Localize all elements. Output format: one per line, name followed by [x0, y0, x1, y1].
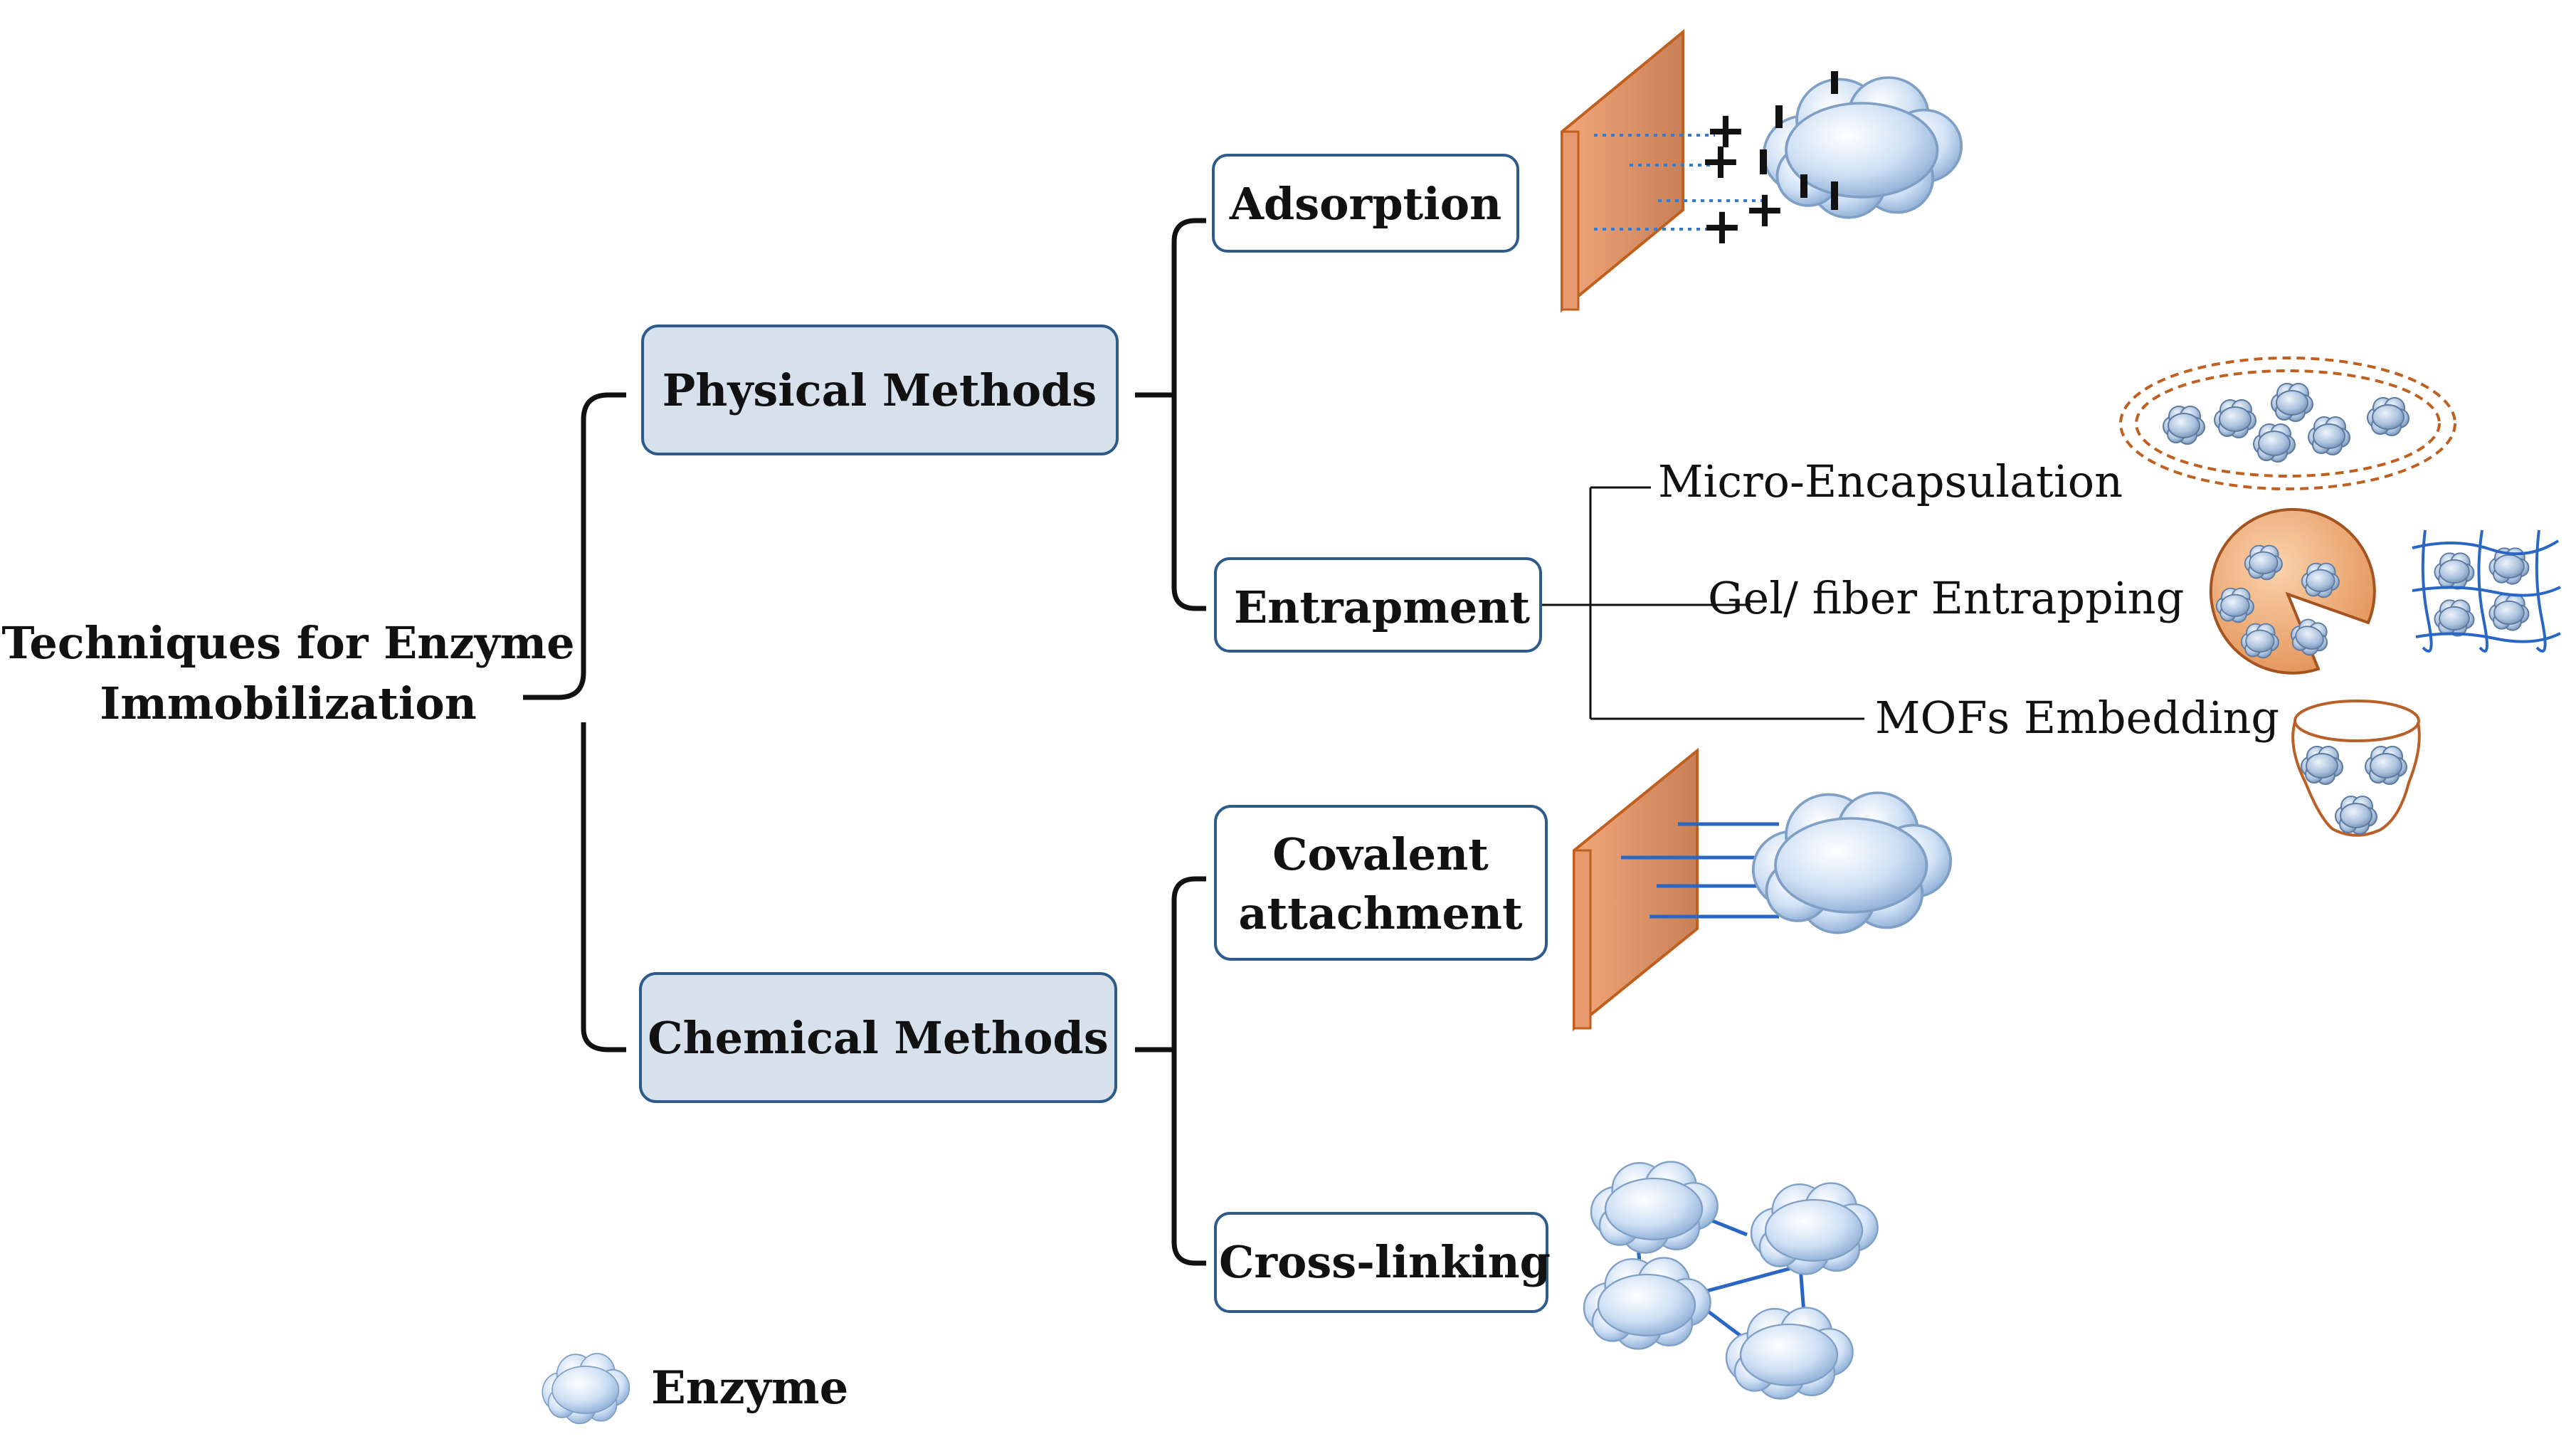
tree-connectors — [523, 218, 1206, 1266]
entrapment-connectors — [1541, 486, 1864, 720]
adsorption-plate — [1561, 28, 1684, 313]
root-title-line1: Techniques for Enzyme — [1, 617, 574, 669]
covalent-label-line2: attachment — [1238, 887, 1523, 939]
crosslink-enzyme-3 — [1583, 1257, 1711, 1350]
adsorption-label: Adsorption — [1229, 178, 1501, 230]
crosslink-enzyme-4 — [1725, 1307, 1854, 1400]
svg-text:+: + — [1744, 180, 1786, 238]
fiber-mesh-illustration — [2412, 529, 2561, 653]
enzyme-legend-icon — [542, 1353, 630, 1425]
electrostatic-lines — [1594, 134, 1765, 231]
positive-charges: + + + + — [1700, 101, 1786, 255]
svg-text:+: + — [1705, 101, 1747, 159]
gel-fiber-label: Gel/ fiber Entrapping — [1708, 572, 2184, 624]
svg-text:+: + — [1701, 197, 1743, 255]
enzyme-legend-label: Enzyme — [651, 1361, 848, 1415]
covalent-enzyme-cloud — [1751, 791, 1953, 934]
adsorption-node: Adsorption — [1212, 154, 1519, 253]
root-node: Techniques for Enzyme Immobilization — [1, 617, 574, 729]
crosslinking-node: Cross-linking — [1214, 1212, 1551, 1313]
covalent-plate — [1573, 747, 1699, 1032]
chemical-methods-node: Chemical Methods — [639, 972, 1117, 1103]
crosslink-enzyme-1 — [1590, 1161, 1719, 1254]
negative-charges — [1760, 71, 1838, 210]
crosslinking-label: Cross-linking — [1219, 1236, 1551, 1288]
chemical-bracket — [1135, 876, 1206, 1266]
covalent-label-line1: Covalent — [1272, 828, 1489, 880]
crosslinking-illustration — [1583, 1161, 1879, 1400]
gel-entrapment-illustration — [2209, 507, 2376, 675]
physical-methods-node: Physical Methods — [641, 325, 1119, 455]
entrapment-label: Entrapment — [1234, 581, 1530, 633]
covalent-illustration — [1573, 747, 1953, 1032]
entrapment-node: Entrapment — [1214, 557, 1542, 653]
adsorbed-enzyme-cloud — [1762, 76, 1963, 219]
legend: Enzyme — [542, 1353, 848, 1425]
physical-methods-label: Physical Methods — [663, 364, 1097, 416]
micro-encapsulation-illustration — [2119, 357, 2456, 490]
adsorption-illustration: + + + + — [1561, 28, 1963, 313]
mof-embedding-label: MOFs Embedding — [1875, 692, 2279, 744]
root-bracket — [523, 392, 626, 1053]
covalent-node: Covalent attachment — [1214, 805, 1548, 961]
physical-bracket — [1135, 218, 1206, 611]
crosslink-enzyme-2 — [1750, 1182, 1879, 1275]
mof-cage-illustration — [2291, 700, 2421, 837]
root-title-line2: Immobilization — [100, 677, 477, 729]
svg-text:+: + — [1700, 132, 1742, 190]
micro-encapsulation-label: Micro-Encapsulation — [1658, 455, 2123, 507]
chemical-methods-label: Chemical Methods — [648, 1012, 1109, 1064]
